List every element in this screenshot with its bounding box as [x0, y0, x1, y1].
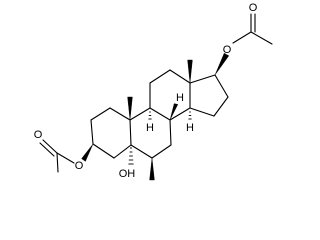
c3-o-wedge [81, 143, 94, 162]
bond-carbonyl-methyl-c3 [56, 152, 59, 173]
ring-bonds [90, 69, 229, 159]
bond-c6-c5 [130, 144, 153, 159]
c17-o-wedge [214, 53, 230, 76]
ester-oxygen-c17: O [223, 44, 232, 56]
h-c8-wedge [169, 103, 179, 121]
bond-c14-c8 [169, 107, 191, 121]
bond-carbonyl-methyl-c17 [250, 31, 273, 45]
methyl-c6-wedge [149, 157, 155, 181]
methyl-groups [127, 59, 193, 181]
ester-oxygen-c3: O [75, 160, 84, 172]
h-c9-label: H [146, 122, 154, 134]
bond-o-carbonyl-c17 [232, 31, 252, 44]
hydroxyl-c5: OH [119, 147, 136, 180]
bond-c9-c8 [149, 107, 171, 121]
bond-o-carbonyl-c3 [56, 152, 75, 164]
h-c14-hash-bond [188, 111, 192, 120]
bond-c1-c2 [90, 107, 111, 121]
bond-carbonyl-double-b-c3 [39, 142, 55, 157]
bond-c10-c9 [129, 107, 151, 121]
bond-c2-c3 [90, 119, 94, 145]
methyl-c19-wedge [127, 96, 133, 121]
bond-c17-c16 [214, 74, 229, 98]
bond-c16-c15 [213, 96, 229, 117]
hydroxyl-label: OH [119, 168, 136, 180]
bond-c10-c1 [109, 107, 131, 121]
structure-diagram: O O O O OH H [34, 2, 273, 181]
carbonyl-oxygen-c17: O [249, 2, 258, 14]
bond-c3-c4 [92, 143, 115, 159]
carbonyl-oxygen-c3: O [34, 129, 43, 141]
bond-c5-c10 [129, 119, 132, 146]
h-c8-label: H [176, 92, 184, 104]
methyl-c18-wedge [187, 59, 193, 84]
acetate-c17: O O [214, 2, 273, 76]
h-c9-hash-bond [148, 111, 152, 120]
bond-c11-c12 [149, 69, 171, 84]
bond-c12-c13 [169, 69, 191, 84]
bond-c7-c6 [151, 144, 172, 159]
stereo-hydrogens: H H H [146, 92, 194, 134]
c5-oh-hash-bond [128, 147, 134, 165]
bond-c13-c17 [189, 74, 216, 84]
bond-c8-c7 [169, 119, 172, 146]
acetate-c3: O O [34, 129, 94, 173]
bond-carbonyl-double-a-c3 [42, 139, 58, 154]
h-c14-label: H [186, 122, 194, 134]
bond-c4-c5 [113, 144, 132, 159]
bond-c15-c14 [189, 107, 215, 117]
